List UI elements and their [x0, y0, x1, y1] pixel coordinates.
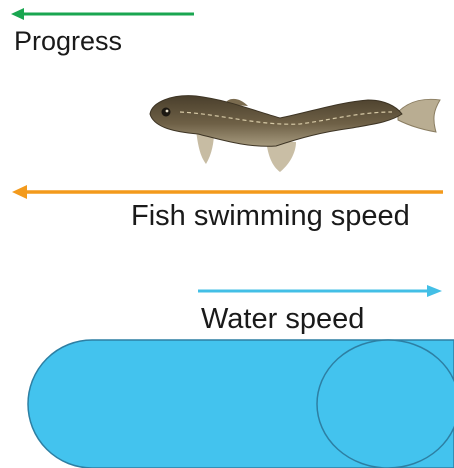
- progress-label: Progress: [14, 28, 122, 55]
- water-tank: [28, 340, 454, 468]
- water-speed-arrow: [198, 285, 442, 297]
- fish-swimming-speed-arrow: [12, 185, 443, 199]
- fish-swimming-speed-label: Fish swimming speed: [131, 202, 410, 231]
- progress-arrow: [11, 8, 194, 20]
- fish-image: [150, 96, 440, 172]
- water-speed-label: Water speed: [201, 305, 364, 334]
